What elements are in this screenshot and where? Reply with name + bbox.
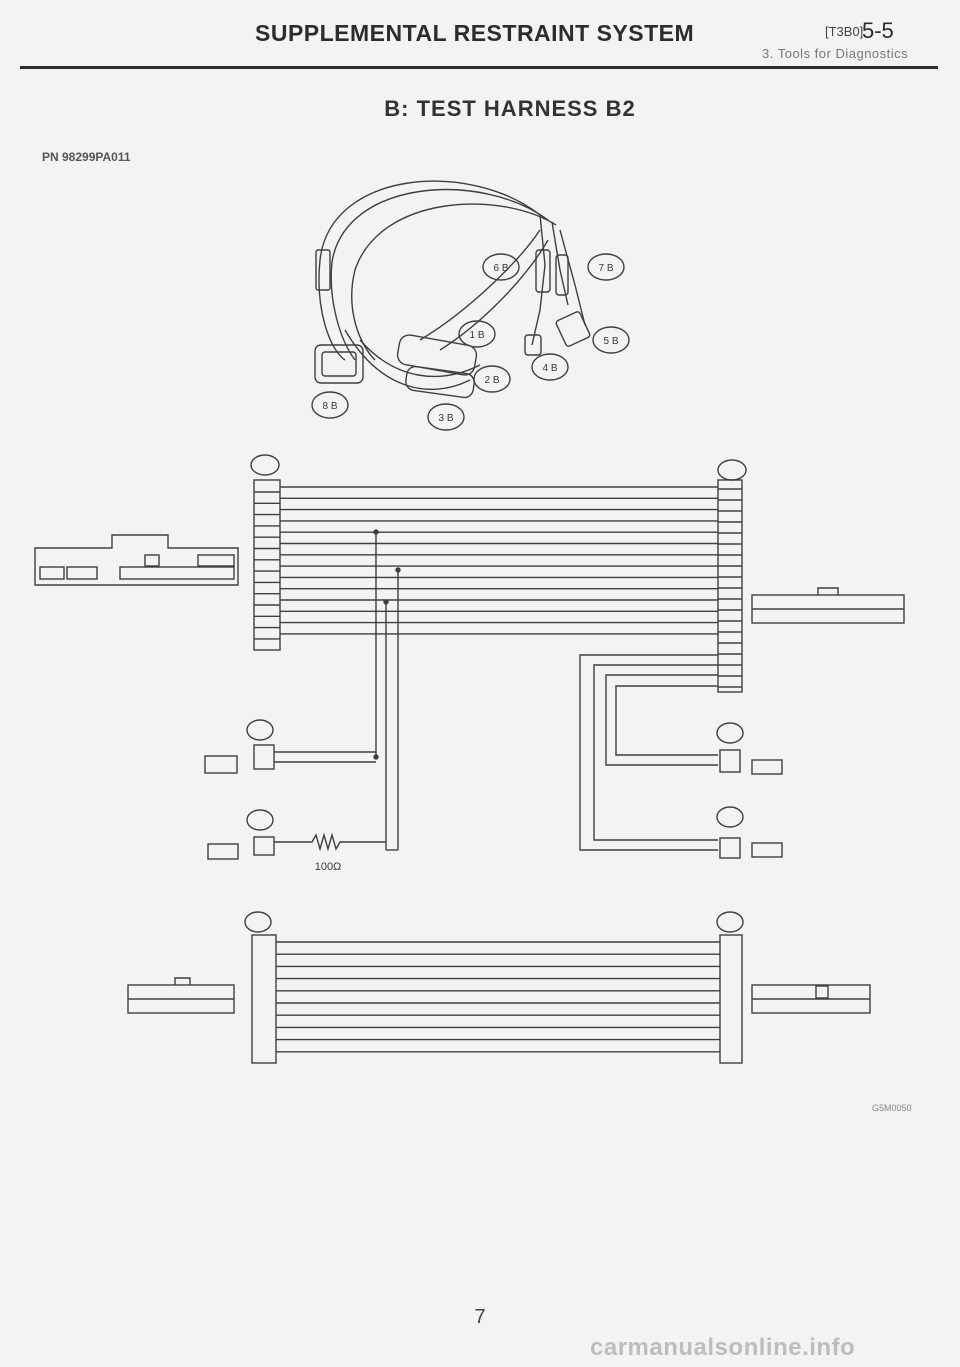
wiring-lower — [127, 911, 871, 1064]
harness-illustration — [314, 180, 591, 399]
connector-7b-label: 7 B — [598, 263, 613, 274]
wiring-upper — [34, 454, 905, 860]
resistor-label: 100Ω — [315, 861, 342, 873]
header-code: [T3B0] — [825, 24, 864, 39]
header-rule — [20, 66, 938, 69]
section-title: B: TEST HARNESS B2 — [384, 96, 636, 121]
connector-8b-label: 8 B — [322, 401, 337, 412]
connector-4b-label: 4 B — [542, 363, 557, 374]
connector-6b-label: 6 B — [493, 263, 508, 274]
connector-5b-label: 5 B — [603, 336, 618, 347]
header-page-number: 5-5 — [862, 18, 894, 43]
connector-3b-label: 3 B — [438, 413, 453, 424]
header-subtitle: 3. Tools for Diagnostics — [762, 46, 909, 61]
connector-1b-label: 1 B — [469, 330, 484, 341]
page-number: 7 — [474, 1306, 486, 1328]
figure-code: G5M0050 — [872, 1103, 912, 1113]
header-title: SUPPLEMENTAL RESTRAINT SYSTEM — [255, 20, 695, 46]
connector-2b-label: 2 B — [484, 375, 499, 386]
watermark: carmanualsonline.info — [590, 1334, 856, 1361]
part-number: PN 98299PA011 — [42, 150, 131, 164]
